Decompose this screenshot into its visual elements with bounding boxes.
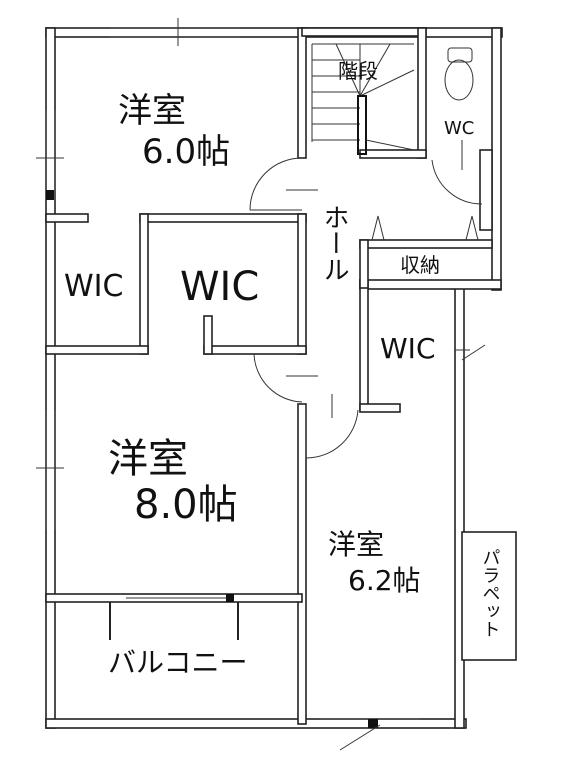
room-size-3: 6.2帖: [348, 564, 421, 597]
room-name-2: 洋室: [108, 436, 188, 482]
wic-right-label: WIC: [380, 332, 436, 365]
door-arcs: [249, 140, 483, 459]
interior-walls: [45, 27, 493, 725]
wc-label: WC: [444, 118, 474, 139]
stairs-label: 階段: [338, 59, 378, 83]
room-name-3: 洋室: [328, 528, 384, 561]
balcony-posts: [109, 594, 239, 640]
parapet-box: [461, 531, 517, 661]
toilet-icon: [444, 47, 474, 101]
balcony-label: バルコニー: [108, 646, 247, 679]
window-marks: [36, 18, 486, 751]
outer-walls: [45, 27, 503, 729]
room-name-1: 洋室: [118, 91, 186, 131]
room-size-1: 6.0帖: [142, 132, 230, 172]
wic-left-label: WIC: [64, 269, 123, 304]
storage-label: 収納: [400, 253, 440, 277]
stairs-lines: [311, 43, 415, 155]
room-size-2: 8.0帖: [134, 482, 238, 528]
hall-label: ホール: [319, 204, 349, 282]
wic-center-label: WIC: [180, 264, 259, 310]
parapet-label: パラペット: [480, 548, 501, 638]
